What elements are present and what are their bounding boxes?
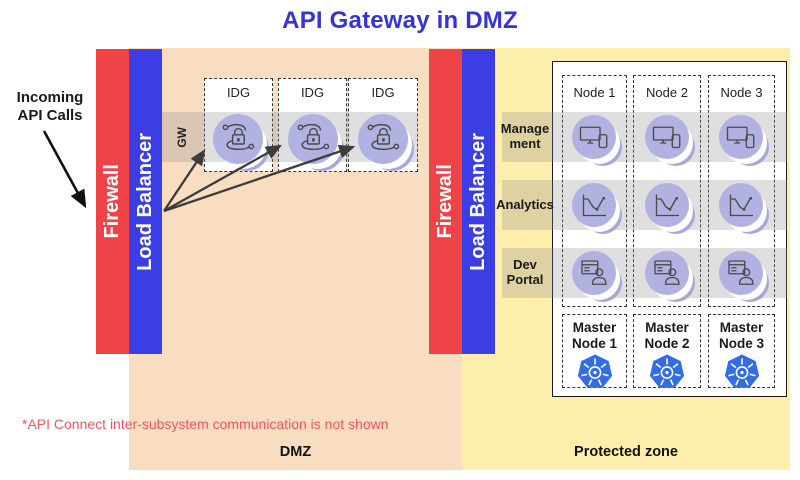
load-balancer-bar-2: Load Balancer [462, 49, 495, 354]
firewall-bar-2-label: Firewall [434, 164, 456, 239]
line-chart-glyph [729, 194, 753, 217]
datapower-lock-icon [213, 114, 263, 164]
gw-row-label: GW [162, 112, 202, 162]
dmz-zone-label: DMZ [279, 444, 312, 460]
management-devices-icon [572, 115, 616, 159]
master-node-1-box: Master Node 1 [562, 314, 627, 388]
lock-glyph [297, 123, 330, 151]
datapower-lock-icon [358, 114, 408, 164]
idg-box-1-label: IDG [226, 85, 251, 100]
firewall-bar-1: Firewall [96, 49, 129, 354]
gw-row-label-text: GW [175, 126, 189, 148]
dev-portal-row-label: Dev Portal [506, 257, 544, 287]
firewall-bar-2: Firewall [429, 49, 462, 354]
portal-person-glyph [581, 260, 607, 285]
idg-box-2-label: IDG [300, 85, 325, 100]
master-node-3-label: Master Node 3 [718, 320, 764, 351]
analytics-chart-icon [645, 183, 689, 227]
incoming-api-calls-label: Incoming API Calls [16, 89, 84, 124]
line-chart-glyph [655, 194, 679, 217]
kubernetes-icon [577, 354, 612, 388]
analytics-chart-icon [719, 183, 763, 227]
node-3-label: Node 3 [720, 85, 763, 100]
master-node-3-box: Master Node 3 [708, 314, 775, 388]
monitor-phone-glyph [652, 126, 681, 149]
incoming-arrow [42, 130, 87, 209]
kubernetes-icon [724, 354, 759, 388]
dev-portal-icon [572, 251, 616, 295]
kubernetes-icon [649, 354, 685, 388]
load-balancer-bar-2-label: Load Balancer [467, 132, 489, 271]
management-devices-icon [645, 115, 689, 159]
analytics-chart-icon [572, 183, 616, 227]
page-title: API Gateway in DMZ [282, 7, 518, 34]
firewall-bar-1-label: Firewall [101, 164, 123, 239]
line-chart-glyph [582, 194, 606, 217]
lock-glyph [367, 123, 400, 151]
node-2-label: Node 2 [646, 85, 688, 100]
monitor-phone-glyph [726, 126, 755, 149]
portal-person-glyph [654, 260, 680, 285]
load-balancer-bar-1: Load Balancer [129, 49, 162, 354]
master-node-2-box: Master Node 2 [633, 314, 701, 388]
protected-zone-label: Protected zone [574, 444, 678, 460]
load-balancer-bar-1-label: Load Balancer [134, 132, 156, 271]
analytics-row-label: Analytics [496, 196, 554, 212]
master-node-1-label: Master Node 1 [571, 320, 617, 351]
footnote-text: *API Connect inter-subsystem communicati… [22, 416, 389, 432]
node-1-label: Node 1 [573, 85, 616, 100]
management-devices-icon [719, 115, 763, 159]
management-row-label: Manage ment [500, 121, 550, 151]
monitor-phone-glyph [579, 126, 608, 149]
dev-portal-icon [719, 251, 763, 295]
dev-portal-icon [645, 251, 689, 295]
portal-person-glyph [728, 260, 754, 285]
lock-glyph [222, 123, 255, 151]
datapower-lock-icon [288, 114, 338, 164]
master-node-2-label: Master Node 2 [644, 320, 690, 351]
idg-box-3-label: IDG [371, 85, 395, 100]
